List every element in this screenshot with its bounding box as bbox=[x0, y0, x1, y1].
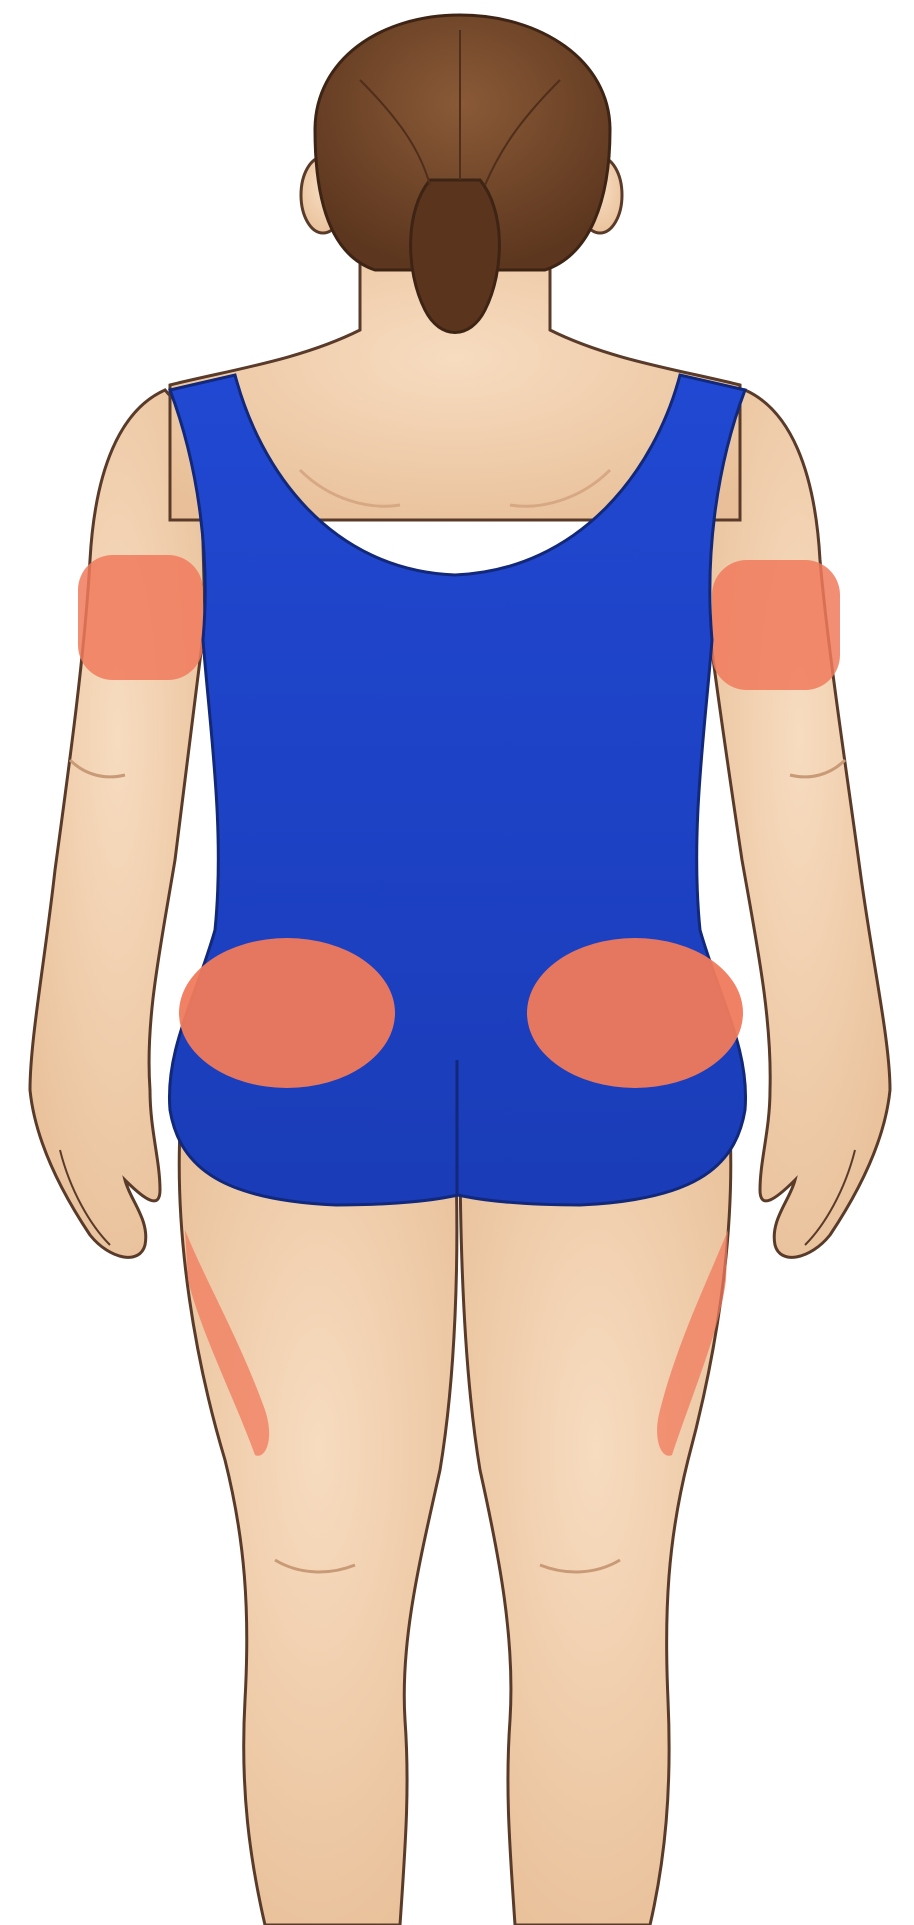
left-buttock-region bbox=[179, 938, 395, 1088]
left-upper-arm-region bbox=[78, 555, 203, 680]
right-upper-arm-region bbox=[712, 560, 840, 690]
left-leg bbox=[179, 1130, 457, 1925]
ponytail bbox=[411, 180, 500, 333]
right-buttock-region bbox=[527, 938, 743, 1088]
right-leg bbox=[460, 1130, 731, 1925]
